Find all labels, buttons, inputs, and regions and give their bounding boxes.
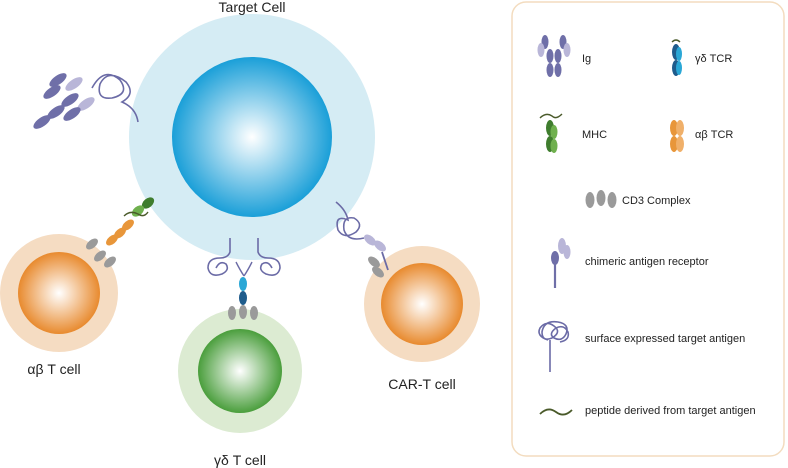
peptide-icon (539, 408, 573, 416)
ig-icon (537, 35, 571, 77)
gamma-delta-cell-nucleus (198, 329, 282, 413)
target-cell-nucleus (172, 57, 332, 217)
ig-antibody-binding (33, 73, 139, 129)
car-t-cell (364, 246, 480, 362)
ig-fab-domain (61, 93, 79, 107)
car-t-cell-label: CAR-T cell (388, 376, 455, 392)
cd3-subunit (368, 256, 380, 268)
ig-fab-domain (63, 107, 81, 121)
antigen-coil (257, 238, 281, 276)
gamma-delta-t-cell (178, 309, 302, 433)
legend-peptide-label: peptide derived from target antigen (585, 405, 756, 417)
mhc-domain (131, 205, 145, 217)
antigen-stem (235, 261, 253, 277)
ig-fab-domain (43, 85, 61, 99)
ab-tcr-domain (122, 219, 134, 231)
car-domain (374, 240, 386, 252)
gamma-delta-cell-label: γδ T cell (214, 452, 266, 468)
antigen-coil (335, 201, 365, 240)
legend-car-label: chimeric antigen receptor (585, 256, 709, 268)
alpha-beta-cell-nucleus (18, 252, 100, 334)
cd3-subunit (250, 306, 258, 320)
target-cell (129, 14, 375, 260)
legend-gd-tcr-label: γδ TCR (695, 53, 732, 65)
alpha-beta-cell-label: αβ T cell (27, 361, 80, 377)
ab-tcr-mhc-synapse (86, 197, 155, 268)
peptide-strand (123, 211, 149, 217)
antigen-coil (207, 238, 231, 276)
legend-surface-antigen-label: surface expressed target antigen (585, 333, 745, 345)
surface-antigen-icon (538, 320, 570, 372)
legend-ig-label: Ig (582, 53, 591, 65)
cd3-icon (585, 190, 617, 208)
cd3-subunit (94, 250, 106, 262)
mhc-icon (539, 113, 563, 153)
ig-light-chain (77, 97, 95, 111)
ig-fc-domain (47, 105, 65, 119)
ab-tcr-domain (106, 234, 118, 246)
legend-mhc-label: MHC (582, 129, 607, 141)
alpha-beta-t-cell (0, 234, 118, 352)
ab-tcr-icon (670, 120, 684, 152)
car-stalk (381, 251, 389, 271)
target-cell-label: Target Cell (219, 0, 286, 15)
mhc-domain (141, 197, 155, 209)
cd3-subunit (104, 256, 116, 268)
gd-tcr-domain (239, 291, 247, 305)
legend-box (511, 1, 785, 457)
ig-fab-domain (49, 73, 67, 87)
car-domain (364, 234, 376, 246)
car-icon (551, 238, 571, 288)
ig-light-chain (65, 77, 83, 91)
legend-ab-tcr-label: αβ TCR (695, 129, 733, 141)
cd3-subunit (228, 306, 236, 320)
ig-fc-domain (33, 115, 51, 129)
gd-tcr-icon (671, 39, 682, 76)
cd3-subunit (372, 266, 384, 278)
cd3-subunit (239, 305, 247, 319)
car-synapse (335, 201, 389, 278)
car-t-cell-nucleus (381, 263, 463, 345)
antigen-coil (91, 73, 139, 123)
gd-tcr-domain (239, 277, 247, 291)
gd-tcr-synapse (207, 238, 281, 320)
legend-cd3-label: CD3 Complex (622, 195, 691, 207)
cd3-subunit (86, 238, 98, 250)
